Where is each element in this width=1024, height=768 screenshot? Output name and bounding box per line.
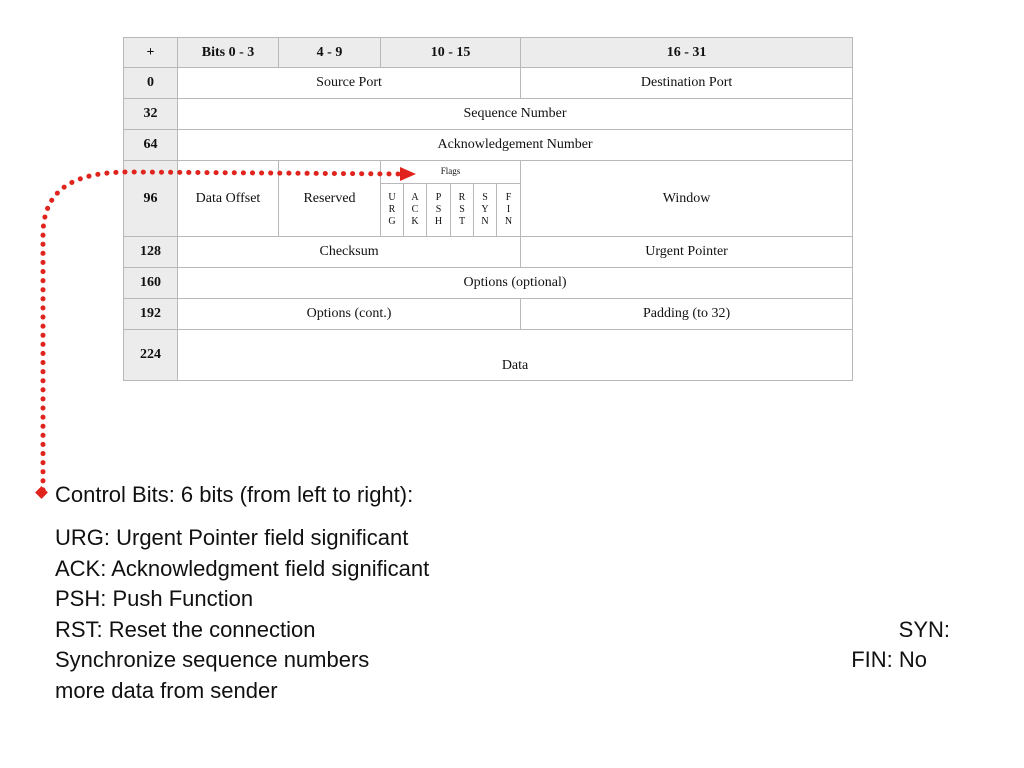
rst-syn-line: RST: Reset the connection SYN: bbox=[55, 615, 950, 646]
padding-field: Padding (to 32) bbox=[520, 298, 854, 330]
window-field: Window bbox=[520, 160, 854, 237]
data-offset-field: Data Offset bbox=[177, 160, 279, 237]
header-bits-10-15: 10 - 15 bbox=[379, 37, 522, 68]
reserved-field: Reserved bbox=[278, 160, 381, 237]
row-offset-224: 224 bbox=[123, 329, 178, 381]
options-field: Options (optional) bbox=[176, 267, 854, 299]
source-port-field: Source Port bbox=[176, 67, 522, 99]
urg-description: URG: Urgent Pointer field significant bbox=[55, 525, 409, 550]
row-offset-192: 192 bbox=[123, 298, 178, 330]
header-bits-0-3: Bits 0 - 3 bbox=[177, 37, 279, 68]
sequence-number-field: Sequence Number bbox=[176, 98, 854, 130]
bullet-diamond-icon bbox=[35, 486, 48, 499]
flags-title: Flags bbox=[379, 160, 522, 184]
tcp-header-table: + Bits 0 - 3 4 - 9 10 - 15 16 - 31 0 Sou… bbox=[123, 37, 854, 381]
header-bits-16-31: 16 - 31 bbox=[520, 37, 854, 68]
row-offset-160: 160 bbox=[123, 267, 178, 299]
urgent-pointer-field: Urgent Pointer bbox=[520, 236, 854, 268]
checksum-field: Checksum bbox=[176, 236, 522, 268]
row-offset-64: 64 bbox=[123, 129, 178, 161]
control-bits-heading: Control Bits: 6 bits (from left to right… bbox=[55, 482, 414, 507]
row-offset-96: 96 bbox=[123, 160, 178, 237]
destination-port-field: Destination Port bbox=[520, 67, 854, 99]
acknowledgement-number-field: Acknowledgement Number bbox=[176, 129, 854, 161]
syn-fin-line: Synchronize sequence numbers FIN: No bbox=[55, 645, 927, 676]
options-cont-field: Options (cont.) bbox=[176, 298, 522, 330]
row-offset-32: 32 bbox=[123, 98, 178, 130]
syn-label: SYN: bbox=[898, 616, 950, 642]
rst-description: RST: Reset the connection bbox=[55, 616, 316, 642]
header-bits-4-9: 4 - 9 bbox=[278, 37, 381, 68]
fin-label: FIN: No bbox=[851, 647, 927, 673]
data-field: Data bbox=[176, 329, 854, 381]
syn-description: Synchronize sequence numbers bbox=[55, 647, 370, 673]
control-bits-description: Control Bits: 6 bits (from left to right… bbox=[55, 481, 975, 707]
row-offset-0: 0 bbox=[123, 67, 178, 99]
psh-description: PSH: Push Function bbox=[55, 586, 254, 612]
fin-description: more data from sender bbox=[55, 677, 278, 703]
header-plus: + bbox=[123, 37, 178, 68]
ack-description: ACK: Acknowledgment field significant bbox=[55, 555, 430, 581]
row-offset-128: 128 bbox=[123, 236, 178, 268]
control-bits-list: URG: Urgent Pointer field significant AC… bbox=[55, 523, 975, 707]
